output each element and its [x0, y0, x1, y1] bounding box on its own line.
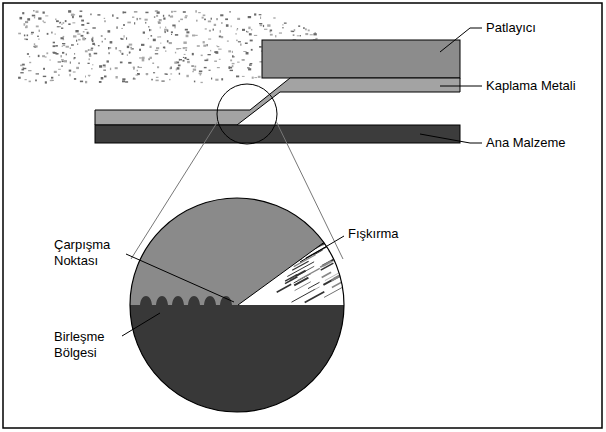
explosive-band [262, 40, 460, 78]
clad-metal [95, 78, 460, 125]
explosive-label: Patlayıcı [486, 20, 596, 36]
base-material-label: Ana Malzeme [486, 135, 596, 151]
leader-lines [122, 28, 482, 336]
bond-zone-label: Birleşme Bölgesi [54, 329, 124, 361]
magnifier-circle [217, 84, 277, 144]
frame [3, 3, 602, 428]
clad-metal-label: Kaplama Metali [486, 78, 596, 94]
jet-label: Fışkırma [348, 226, 438, 242]
base-material [95, 125, 460, 143]
collision-point-label: Çarpışma Noktası [54, 237, 124, 269]
detail-circle [130, 198, 344, 412]
detail-view [120, 190, 374, 425]
